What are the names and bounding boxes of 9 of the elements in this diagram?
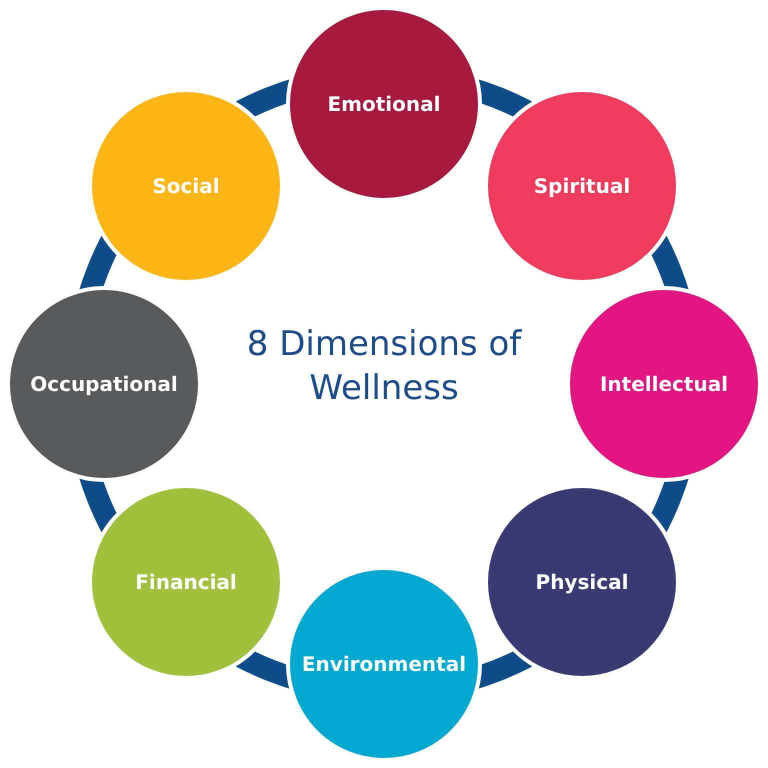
dimension-label: Intellectual: [600, 372, 728, 396]
dimension-label: Emotional: [328, 92, 440, 116]
dimension-label: Occupational: [30, 372, 178, 396]
dimension-label: Environmental: [302, 652, 466, 676]
dimension-label: Spiritual: [534, 174, 630, 198]
dimension-label: Financial: [135, 570, 237, 594]
dimension-label: Social: [152, 174, 220, 198]
dimension-label: Physical: [536, 570, 628, 594]
diagram-title: 8 Dimensions of Wellness: [246, 323, 523, 410]
